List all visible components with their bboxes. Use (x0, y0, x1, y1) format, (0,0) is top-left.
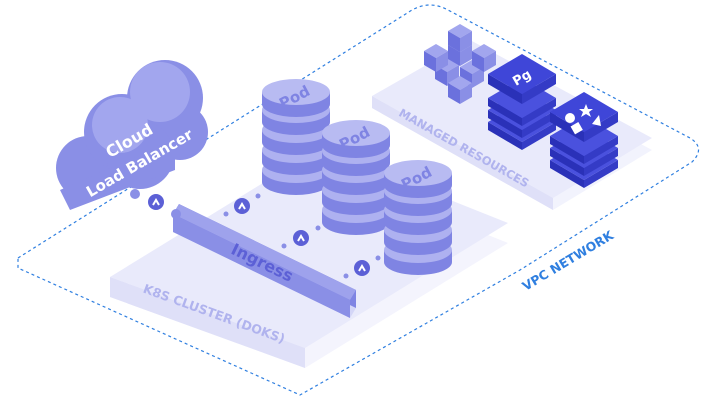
pod-stack-2: Pod (322, 120, 390, 235)
ingress-bar (173, 204, 356, 318)
pod-disk (322, 120, 390, 158)
cube (424, 44, 448, 72)
pod-stack-3: Pod (384, 160, 452, 275)
arrow-marker (293, 230, 309, 246)
cube-cluster-icon (424, 24, 496, 104)
vpc-network-boundary (17, 4, 700, 396)
arrow-marker (234, 198, 250, 214)
shape-symbols-icon (565, 104, 601, 135)
pod-disk (262, 79, 330, 117)
arrow-marker (354, 260, 370, 276)
cube (448, 76, 472, 104)
cube (472, 44, 496, 72)
connectors-ingress-to-pods (223, 193, 381, 279)
pod-stack-1: Pod (262, 79, 330, 195)
arrow-markers (148, 194, 370, 276)
cloud-load-balancer (56, 60, 208, 210)
arrow-marker (148, 194, 164, 210)
shapes-database-icon (550, 92, 618, 188)
vpc-network-label: VPC NETWORK (519, 227, 617, 294)
connector-cloud-to-ingress (130, 189, 181, 219)
db-top-layer (488, 54, 556, 104)
postgres-database-icon: Pg (488, 54, 556, 150)
pod-disk (384, 160, 452, 198)
cube (448, 24, 472, 52)
